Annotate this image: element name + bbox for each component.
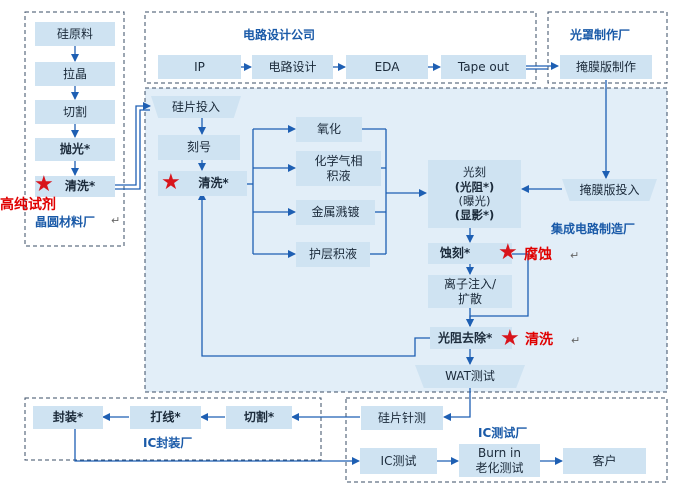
wafer-factory-border — [24, 11, 125, 247]
node-mask-making: 掩膜版制作 — [560, 55, 652, 79]
loop-back-to-clean — [198, 192, 430, 357]
section-title-wafer-factory: 晶圆材料厂 — [35, 215, 96, 229]
node-dicing: 切割* — [226, 406, 292, 429]
node-silicon-raw: 硅原料 — [35, 22, 115, 46]
node-burn-in: Burn in 老化测试 — [459, 444, 540, 477]
node-lithography-line3: (曝光) — [458, 194, 491, 208]
ic-fab-region — [145, 88, 667, 392]
section-title-ic-test: IC测试厂 — [478, 426, 528, 440]
node-cvd-line2: 积液 — [326, 168, 351, 183]
node-oxidation: 氧化 — [296, 117, 362, 142]
node-lithography: 光刻 (光阻*) (曝光) (显影*) — [428, 160, 521, 228]
node-eda: EDA — [346, 55, 428, 79]
section-title-ic-packaging: IC封装厂 — [143, 436, 193, 450]
node-polishing: 抛光* — [35, 138, 115, 161]
node-customer: 客户 — [563, 448, 646, 474]
node-cvd: 化学气相 积液 — [296, 151, 381, 186]
section-title-mask-factory: 光罩制作厂 — [570, 28, 631, 42]
node-circuit-design: 电路设计 — [252, 55, 333, 79]
node-wafer-probe: 硅片针测 — [361, 406, 443, 430]
node-lithography-line4: (显影*) — [454, 208, 495, 223]
node-burn-in-line2: 老化测试 — [475, 460, 524, 475]
section-title-ic-fab: 集成电路制造厂 — [551, 222, 636, 236]
node-passivation: 护层积液 — [296, 242, 370, 267]
arrow-wafer-to-fab — [115, 102, 151, 186]
node-mask-input: 掩膜版投入 — [562, 179, 657, 201]
arrow-wafer-to-fab-2 — [115, 109, 150, 190]
node-tape-out: Tape out — [441, 55, 526, 79]
node-package: 封装* — [33, 406, 103, 429]
node-resist-strip: 光阻去除* — [430, 327, 512, 349]
node-metal-sputter: 金属溅镀 — [296, 200, 375, 225]
arrow-wat-to-probe — [443, 388, 471, 421]
node-slicing: 切割 — [35, 100, 115, 124]
node-etching: 蚀刻* — [428, 243, 512, 264]
node-ip: IP — [158, 55, 241, 79]
ic-fab-border — [144, 87, 668, 393]
node-cleaning-fab: 清洗* — [158, 171, 247, 196]
star-icon-etching: ★ — [498, 240, 518, 265]
node-lithography-line2: (光阻*) — [454, 179, 495, 194]
node-burn-in-line1: Burn in — [478, 445, 521, 460]
node-wire-bond: 打线* — [130, 406, 201, 429]
star-icon-wafer-cleaning: ★ — [34, 172, 54, 197]
node-lithography-line1: 光刻 — [463, 165, 486, 180]
node-crystal-pull: 拉晶 — [35, 62, 115, 86]
node-ion-implant-line1: 离子注入/ — [443, 276, 497, 291]
node-ion-implant-line2: 扩散 — [457, 291, 482, 306]
star-icon-fab-cleaning: ★ — [161, 170, 181, 195]
mask-factory-border — [547, 11, 668, 84]
node-marking: 刻号 — [158, 135, 240, 160]
return-mark-icon: ↵ — [571, 334, 581, 347]
highlight-cleaning: 清洗 — [525, 332, 553, 348]
highlight-high-purity-reagent: 高纯试剂 — [0, 197, 56, 213]
node-ic-test: IC测试 — [360, 448, 437, 474]
section-title-circuit-design: 电路设计公司 — [243, 28, 316, 42]
node-wat-test: WAT测试 — [415, 365, 525, 388]
node-cleaning-wafer: 清洗* — [35, 176, 115, 197]
arrow-package-to-ictest — [74, 429, 360, 465]
ic-packaging-border — [24, 397, 322, 461]
node-cvd-line1: 化学气相 — [314, 153, 363, 168]
node-ion-implant: 离子注入/ 扩散 — [428, 275, 512, 308]
return-mark-icon: ↵ — [111, 214, 121, 227]
node-wafer-input: 硅片投入 — [151, 96, 241, 118]
star-icon-resist-strip: ★ — [500, 326, 520, 351]
highlight-corrosion: 腐蚀 — [524, 247, 552, 263]
return-mark-icon: ↵ — [570, 249, 580, 262]
